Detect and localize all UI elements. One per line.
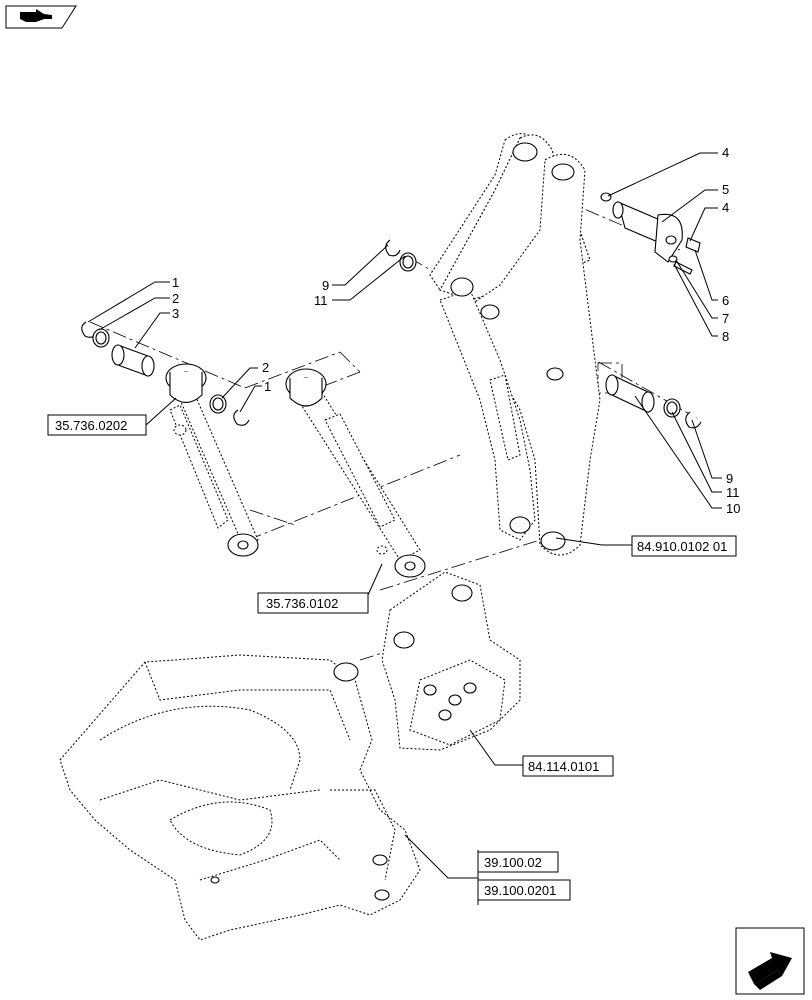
ref-box-cylinder-left[interactable]: 35.736.0202 [47,414,147,436]
leader-lines [87,152,722,879]
ref-box-frame-1[interactable]: 39.100.02 [477,851,559,873]
cylinder-right [285,368,426,578]
boom-arm [429,133,601,556]
hand-pointer-icon[interactable] [5,5,77,29]
ref-box-bracket[interactable]: 84.114.0101 [522,755,614,777]
callout-9a: 9 [322,278,329,293]
callout-1b: 1 [264,379,271,394]
ref-cylinder-right: 35.736.0102 [266,596,338,611]
callout-numbers: 1 2 3 2 1 9 11 4 5 4 6 7 8 9 11 10 [172,145,740,516]
callout-11a: 11 [314,293,328,308]
callout-5: 5 [722,182,729,197]
callout-4b: 4 [722,200,729,215]
ref-bracket: 84.114.0101 [528,759,599,774]
callout-2a: 2 [172,291,179,306]
callout-7: 7 [722,311,729,326]
mid-rings [385,239,417,272]
ref-box-boom[interactable]: 84.910.0102 01 [631,535,737,557]
left-pin-set [81,321,250,426]
frame [59,654,421,941]
callout-11b: 11 [726,485,740,500]
callout-4a: 4 [722,145,729,160]
ref-box-frame-2[interactable]: 39.100.0201 [477,879,571,901]
right-pin-set [600,192,702,429]
ref-frame-1: 39.100.02 [484,855,542,870]
callout-10: 10 [726,501,740,516]
ref-frame-2: 39.100.0201 [484,883,556,898]
callout-3: 3 [172,306,179,321]
ref-boom: 84.910.0102 01 [637,539,727,554]
callout-6: 6 [722,293,729,308]
reference-boxes: 35.736.0202 35.736.0102 84.910.0102 01 8… [47,414,737,905]
callout-1a: 1 [172,275,179,290]
callout-2b: 2 [262,360,269,375]
bracket [381,571,521,751]
ref-cylinder-left: 35.736.0202 [55,418,127,433]
cylinder-left [165,363,259,557]
ref-box-cylinder-right[interactable]: 35.736.0102 [257,592,369,614]
callout-9b: 9 [726,471,733,486]
callout-8: 8 [722,329,729,344]
next-page-arrow-icon[interactable] [735,927,805,995]
